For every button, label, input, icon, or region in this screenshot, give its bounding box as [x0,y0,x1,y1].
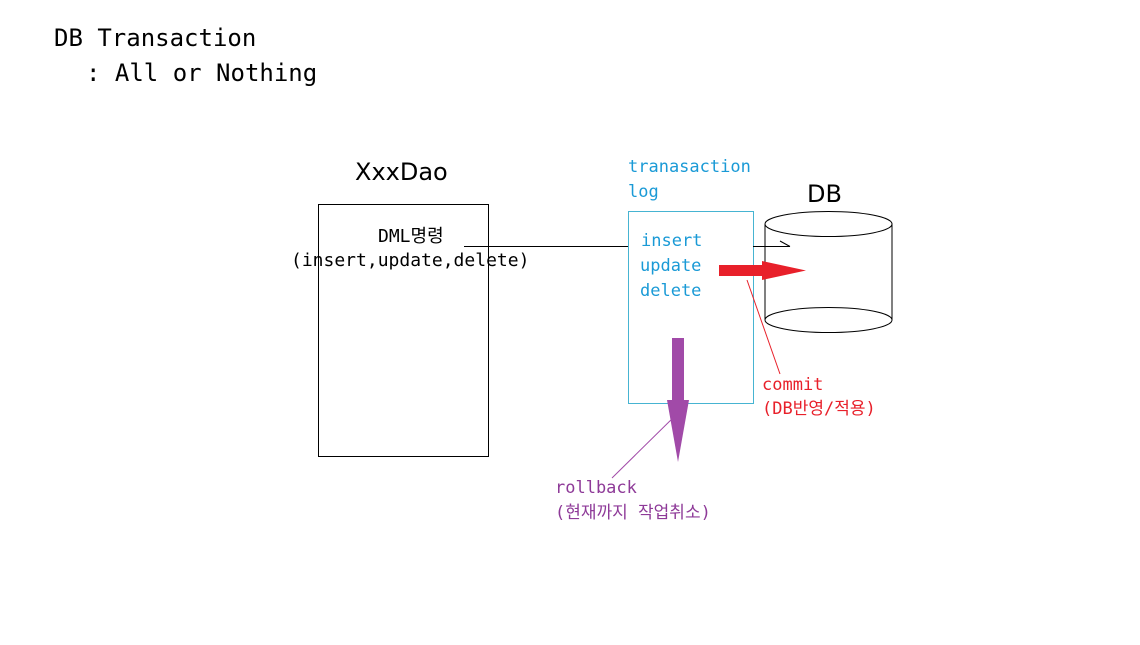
log-op-delete: delete [640,281,702,301]
dao-box [318,204,489,457]
commit-desc: (DB반영/적용) [762,399,876,419]
commit-arrow [719,261,806,280]
rollback-desc: (현재까지 작업취소) [555,503,711,523]
diagram-title: DB Transaction [54,24,257,52]
rollback-callout-line [611,412,679,479]
transaction-log-label-2: log [628,182,659,202]
transaction-log-label: tranasaction [628,157,751,177]
rollback-label: rollback [555,478,637,498]
rollback-arrow [667,338,689,462]
transaction-log-box [628,211,754,404]
dao-label: XxxDao [355,158,448,186]
dml-operations-label: (insert,update,delete) [291,250,530,271]
log-op-insert: insert [641,231,703,251]
commit-label: commit [762,375,824,395]
commit-callout-line [746,279,781,375]
log-op-update: update [640,256,702,276]
db-label: DB [807,180,842,208]
log-db-connector-tick [779,240,791,247]
diagram-subtitle: : All or Nothing [86,59,318,87]
dml-command-label: DML명령 [378,226,444,247]
